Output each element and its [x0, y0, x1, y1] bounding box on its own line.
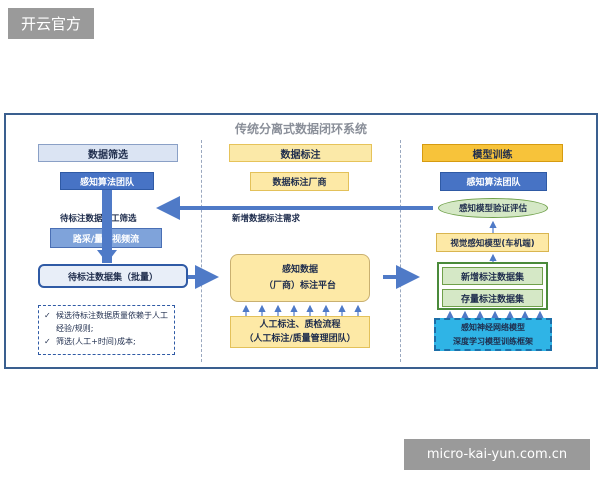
check-icon: ✓ — [44, 337, 51, 346]
labeling-platform-box: 感知数据 （厂商）标注平台 — [230, 254, 370, 302]
new-labeling-demand-label: 新增数据标注需求 — [232, 214, 301, 224]
header-data-filtering: 数据筛选 — [38, 144, 178, 162]
training-framework-box: 感知神经网络模型 深度学习模型训练框架 — [434, 318, 552, 351]
perception-team-box-left: 感知算法团队 — [60, 172, 154, 190]
header-model-training: 模型训练 — [422, 144, 563, 162]
existing-labeled-dataset: 存量标注数据集 — [442, 289, 543, 307]
labeling-process-box: 人工标注、质检流程 （人工标注/质量管理团队） — [230, 316, 370, 348]
vision-model-box: 视觉感知模型(车机端) — [436, 233, 549, 252]
divider-1 — [201, 140, 202, 362]
filter-down-arrow-head — [97, 250, 117, 263]
framework-up-arrows — [446, 310, 544, 318]
framework-line-2: 深度学习模型训练框架 — [453, 336, 533, 346]
header-data-labeling: 数据标注 — [229, 144, 372, 162]
platform-line-1: 感知数据 — [281, 265, 318, 275]
pending-batch-dataset: 待标注数据集（批量） — [38, 264, 188, 288]
watermark-top: 开云官方 — [8, 8, 94, 39]
check-icon: ✓ — [44, 311, 51, 320]
process-line-1: 人工标注、质检流程 — [259, 320, 341, 330]
process-up-arrows — [242, 304, 362, 316]
process-line-2: （人工标注/质量管理团队） — [244, 334, 356, 344]
framework-line-1: 感知神经网络模型 — [461, 322, 525, 332]
watermark-bottom: micro-kai-yun.com.cn — [404, 439, 590, 470]
model-evaluation-box: 感知模型验证评估 — [438, 198, 548, 218]
manual-filter-label: 待标注数据人工筛选 — [60, 214, 137, 224]
divider-2 — [400, 140, 401, 362]
new-labeled-dataset: 新增标注数据集 — [442, 267, 543, 285]
note-item: ✓筛选(人工+时间)成本; — [44, 337, 136, 346]
platform-line-2: （厂商）标注平台 — [263, 281, 336, 291]
labeling-vendor-box: 数据标注厂商 — [250, 172, 349, 191]
filter-notes: ✓候选待标注数据质量依赖于人工经验/规则; ✓筛选(人工+时间)成本; — [38, 305, 175, 355]
note-item: ✓候选待标注数据质量依赖于人工经验/规则; — [44, 311, 168, 333]
perception-team-box-right: 感知算法团队 — [440, 172, 547, 191]
diagram-title: 传统分离式数据闭环系统 — [234, 121, 367, 136]
